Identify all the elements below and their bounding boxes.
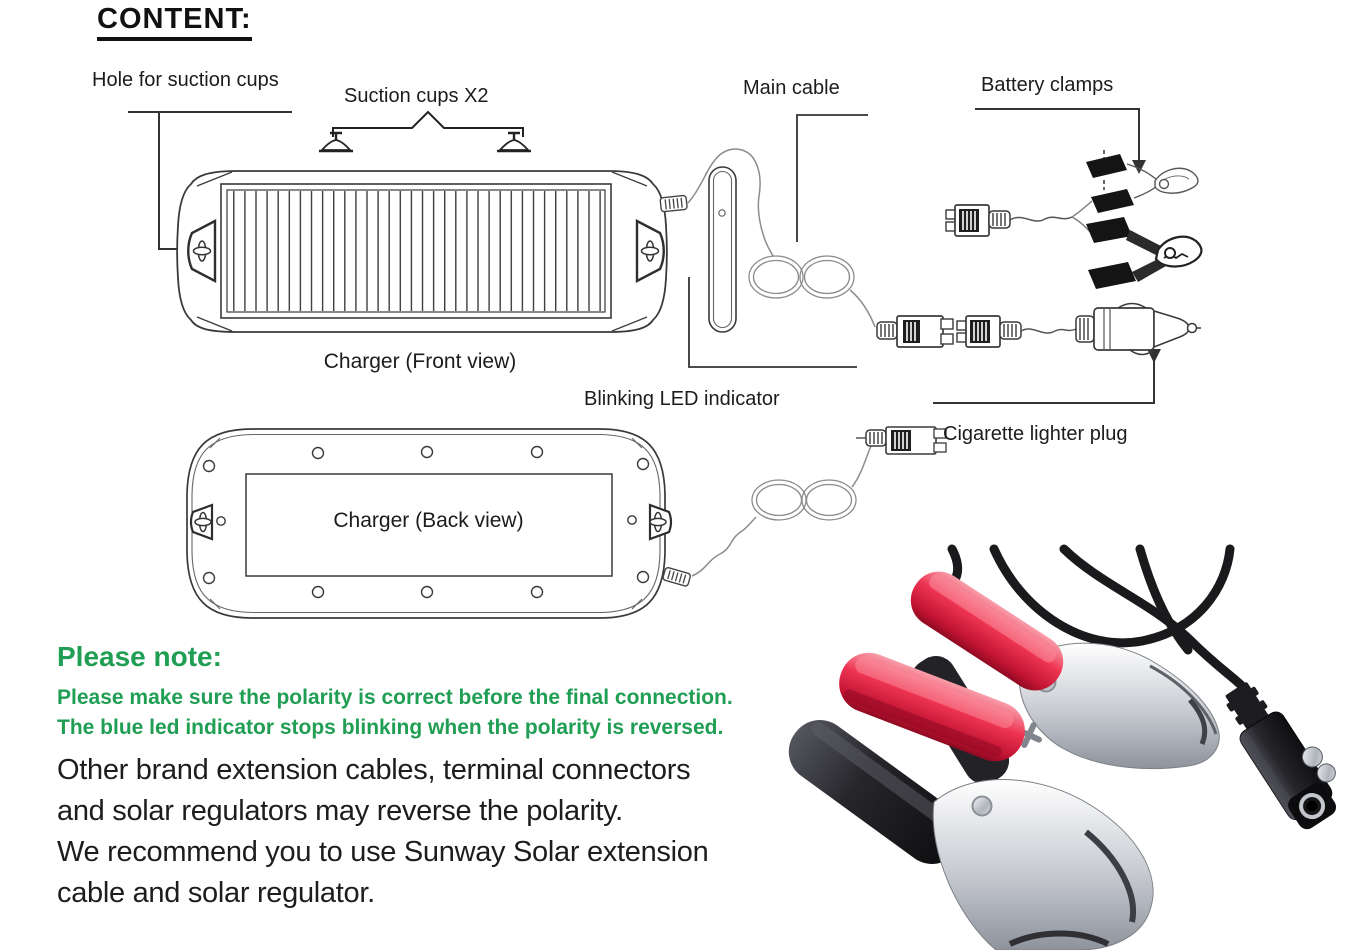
note-warning-line: Please make sure the polarity is correct… <box>57 686 733 709</box>
charger-front-drawing <box>176 170 688 333</box>
label-suction-cups: Suction cups X2 <box>344 85 489 107</box>
hole-leader-line <box>128 111 292 250</box>
battery-clamps-leader-line <box>975 108 1140 161</box>
charger-side-view-drawing <box>708 166 737 333</box>
cable-stub <box>662 567 691 587</box>
page-title: CONTENT: <box>97 3 252 41</box>
sae-connector-main <box>876 315 954 348</box>
main-cable-leader-line <box>796 114 868 242</box>
sae-connector-clamps <box>945 200 1096 239</box>
clamp-insulation <box>1086 154 1127 178</box>
photo-sae-connector <box>1225 682 1337 830</box>
rivet <box>971 795 993 817</box>
caption-charger-front-view: Charger (Front view) <box>323 350 517 373</box>
note-body-line: We recommend you to use Sunway Solar ext… <box>57 836 709 868</box>
screws <box>202 445 650 599</box>
charger-back-drawing <box>186 428 691 619</box>
note-block: Please note: Please make sure the polari… <box>57 641 837 914</box>
photo-black-handle <box>788 720 964 864</box>
battery-clamps-photo <box>788 544 1337 950</box>
clamp-insulation <box>1088 262 1136 289</box>
battery-clamp-top-drawing <box>1086 150 1199 213</box>
led-leader-line <box>688 277 857 368</box>
clamp-insulation <box>1086 217 1132 243</box>
suction-cup-icon <box>319 131 353 153</box>
suction-cup-icon <box>497 131 531 153</box>
label-battery-clamps: Battery clamps <box>981 74 1114 96</box>
caption-charger-back-view: Charger (Back view) <box>333 509 524 532</box>
back-label-panel <box>245 473 613 577</box>
note-body-line: Other brand extension cables, terminal c… <box>57 754 691 786</box>
note-body-line: cable and solar regulator. <box>57 877 375 909</box>
sae-connector-extension <box>956 315 1077 348</box>
label-main-cable: Main cable <box>743 77 840 99</box>
arrow-down-icon <box>1132 160 1146 174</box>
label-blinking-led-indicator: Blinking LED indicator <box>584 388 780 410</box>
clamp-insulation <box>1091 189 1134 213</box>
photo-red-handle-2 <box>839 652 1025 762</box>
label-hole-for-suction-cups: Hole for suction cups <box>92 69 279 91</box>
label-cigarette-lighter-plug: Cigarette lighter plug <box>943 423 1128 445</box>
terminal-pin <box>1316 763 1336 783</box>
suction-cups-drawing <box>319 110 531 153</box>
arrow-up-icon <box>1147 349 1161 363</box>
main-cable-drawing <box>687 148 876 328</box>
photo-metal-clamp-upper <box>1016 642 1220 770</box>
note-heading: Please note: <box>57 641 222 672</box>
solar-cell-stripes <box>228 191 604 311</box>
battery-clamp-bottom-drawing <box>1086 217 1203 289</box>
note-body-line: and solar regulators may reverse the pol… <box>57 795 623 827</box>
led-indicator-icon <box>718 209 726 217</box>
cigarette-lighter-plug-drawing <box>1075 302 1201 356</box>
photo-metal-clamp-lower <box>932 779 1154 950</box>
terminal-pin <box>1301 746 1323 768</box>
back-cable-drawing <box>691 437 878 577</box>
photo-red-handle-1 <box>910 571 1064 691</box>
cable-stub <box>659 194 688 213</box>
sae-connector-plug-label <box>856 426 947 455</box>
note-warning-line: The blue led indicator stops blinking wh… <box>57 716 724 739</box>
leader-lines <box>128 108 1155 404</box>
cigarette-plug-leader-line <box>933 361 1155 404</box>
